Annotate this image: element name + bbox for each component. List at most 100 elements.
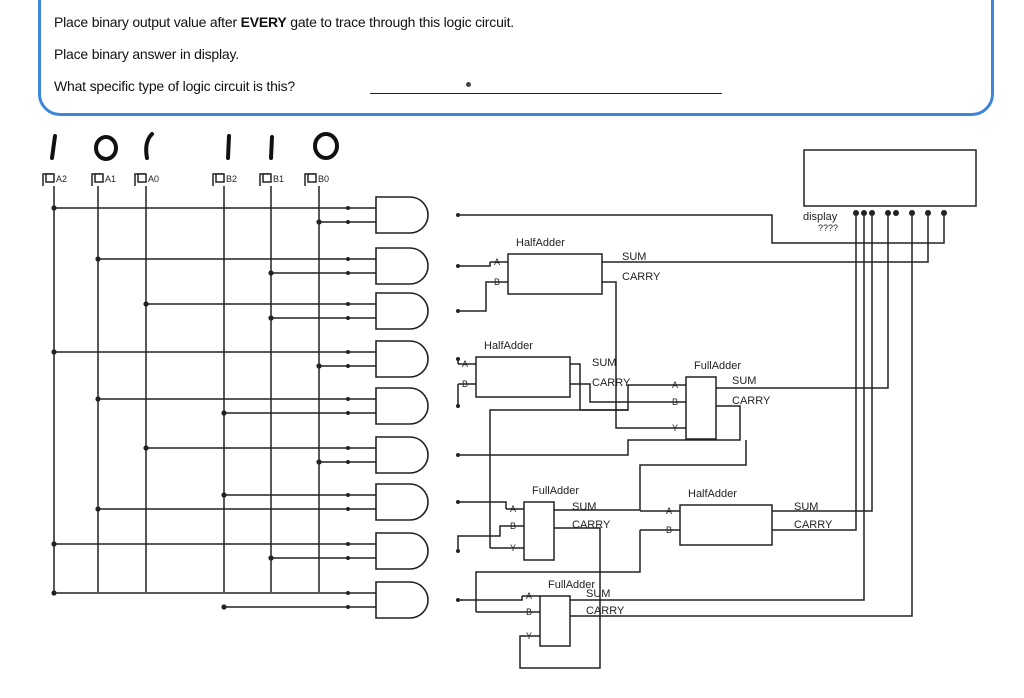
junction-dot (221, 604, 227, 610)
instruction-1-text: Place binary output value after (54, 14, 241, 30)
instruction-1-text-end: gate to trace through this logic circuit… (286, 14, 514, 30)
output-sum: SUM (732, 375, 756, 387)
display-pin (941, 210, 947, 216)
wire-sum-4 (570, 216, 865, 601)
junction-dot (316, 219, 322, 225)
input-switch-a0: A0 (134, 173, 159, 186)
switch-box (215, 173, 225, 183)
wire (489, 409, 628, 548)
hand-digit-b2 (226, 134, 231, 160)
pin (346, 605, 350, 609)
hand-digit-a2 (50, 134, 57, 160)
pin (346, 556, 350, 560)
display-sublabel: ???? (818, 223, 838, 233)
hand-digit-a1 (94, 135, 118, 161)
display-pin (853, 210, 859, 216)
pin (346, 411, 350, 415)
wire (458, 281, 490, 312)
hand-digit-b0 (313, 132, 339, 160)
hand-digit-a0 (144, 132, 154, 160)
junction-dot (268, 270, 274, 276)
junction-dot (143, 301, 149, 307)
output-sum: SUM (592, 357, 616, 369)
pin (346, 542, 350, 546)
half-adder-3-title: HalfAdder (688, 488, 737, 500)
pin (346, 507, 350, 511)
half-adder-2-title: HalfAdder (484, 340, 533, 352)
pin (346, 350, 350, 354)
input-label-b2: B2 (226, 174, 237, 184)
and-gate-8 (375, 532, 429, 570)
display-pin (885, 210, 891, 216)
full-adder-1-body (685, 376, 717, 440)
junction-dot (51, 205, 57, 211)
pin (346, 397, 350, 401)
output-sum: SUM (586, 588, 610, 600)
output-carry: CARRY (572, 519, 611, 531)
display-pin (925, 210, 931, 216)
pin (346, 591, 350, 595)
pin (346, 220, 350, 224)
input-switch-a2: A2 (42, 173, 67, 186)
input-label-b0: B0 (318, 174, 329, 184)
full-adder-1-title: FullAdder (694, 360, 741, 372)
output-carry: CARRY (586, 605, 625, 617)
switch-box (307, 173, 317, 183)
wire (458, 501, 507, 509)
output-carry: CARRY (794, 519, 833, 531)
pin (346, 446, 350, 450)
hand-digit-b1 (269, 135, 274, 160)
half-adder-2-body (475, 356, 571, 398)
junction-dot (95, 396, 101, 402)
junction-dot (221, 410, 227, 416)
wire (475, 530, 641, 612)
wire-to-display-0 (458, 214, 945, 244)
handwritten-inputs (50, 132, 339, 161)
pin (346, 493, 350, 497)
input-label-a1: A1 (105, 174, 116, 184)
wire (458, 262, 491, 267)
answer-dot (466, 82, 471, 87)
full-adder-3-body (539, 595, 571, 647)
output-sum: SUM (572, 501, 596, 513)
input-switch-b0: B0 (304, 173, 329, 186)
and-gate-7 (375, 483, 429, 521)
and-gate-5 (375, 387, 429, 425)
wire-sum-2 (716, 216, 889, 389)
junction-dot (316, 363, 322, 369)
full-adder-2-title: FullAdder (532, 485, 579, 497)
input-switch-b2: B2 (212, 173, 237, 186)
full-adder-3-title: FullAdder (548, 579, 595, 591)
wire (519, 527, 601, 669)
wire (457, 525, 506, 551)
pin (346, 206, 350, 210)
wire-sum-3 (772, 216, 873, 512)
switch-box (94, 173, 104, 183)
instruction-line-2: Place binary answer in display. (54, 46, 239, 62)
switch-box (262, 173, 272, 183)
display-pin (869, 210, 875, 216)
and-gate-2 (375, 247, 429, 285)
answer-blank-line[interactable] (370, 93, 722, 94)
pin (346, 364, 350, 368)
junction-dot (95, 506, 101, 512)
wire (570, 216, 913, 617)
input-label-a2: A2 (56, 174, 67, 184)
junction-dot (51, 541, 57, 547)
and-gate-4 (375, 340, 429, 378)
instruction-line-1: Place binary output value after EVERY ga… (54, 14, 514, 30)
wire-carry-out (772, 216, 857, 531)
switch-box (45, 173, 55, 183)
switch-box (137, 173, 147, 183)
pin (346, 257, 350, 261)
and-gate-1 (375, 196, 429, 234)
junction-dot (95, 256, 101, 262)
junction-dot (316, 459, 322, 465)
output-carry: CARRY (732, 395, 771, 407)
